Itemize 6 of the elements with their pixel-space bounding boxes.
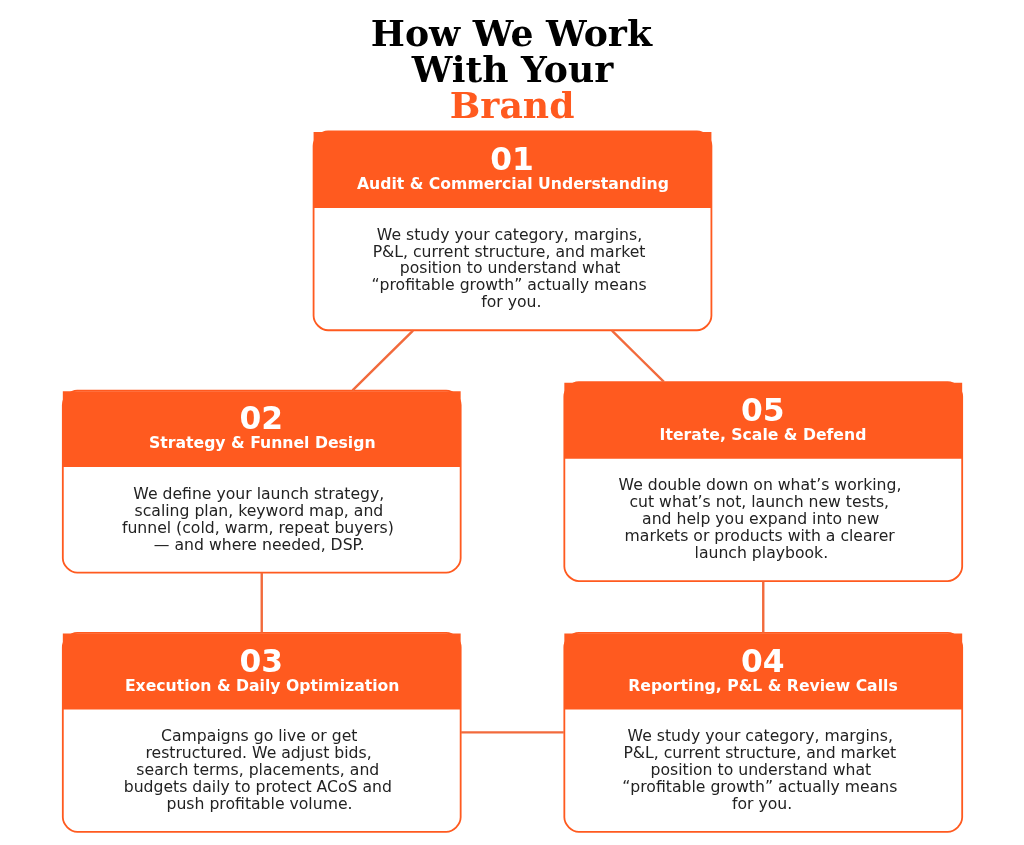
connector (260, 572, 263, 633)
connector (761, 581, 764, 633)
connector (460, 731, 564, 734)
diagram-title: How We Work With Your Brand (370, 11, 652, 128)
connector (610, 329, 665, 383)
connector (351, 329, 414, 392)
